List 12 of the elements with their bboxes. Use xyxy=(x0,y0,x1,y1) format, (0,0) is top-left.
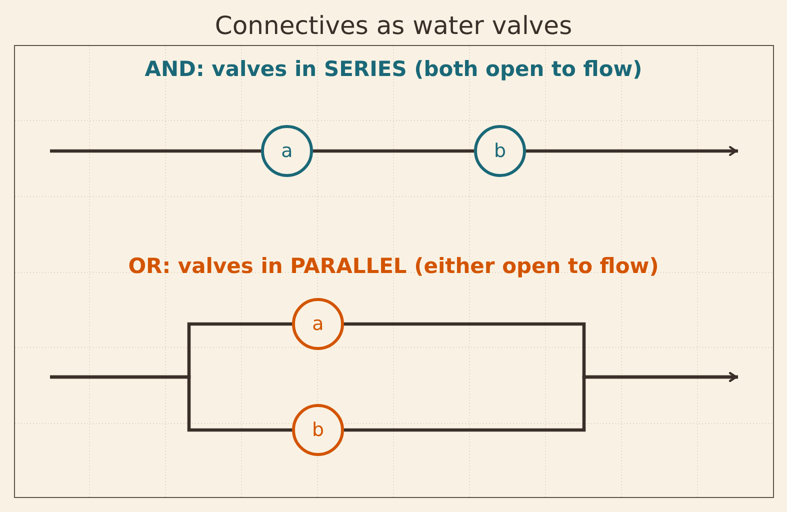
section-heading: AND: valves in SERIES (both open to flow) xyxy=(144,56,642,82)
diagram-title: Connectives as water valves xyxy=(214,11,572,41)
flow-line xyxy=(50,149,261,153)
valve-circle: b xyxy=(474,125,526,177)
valve-circle: a xyxy=(292,298,344,350)
section-heading: OR: valves in PARALLEL (either open to flow) xyxy=(128,253,659,279)
flow-arrow xyxy=(526,146,738,156)
flow-line xyxy=(50,375,292,432)
valve-circle: b xyxy=(292,404,344,456)
flow-arrow xyxy=(344,372,738,432)
valve-circle: a xyxy=(261,125,313,177)
flow-line xyxy=(313,149,474,153)
